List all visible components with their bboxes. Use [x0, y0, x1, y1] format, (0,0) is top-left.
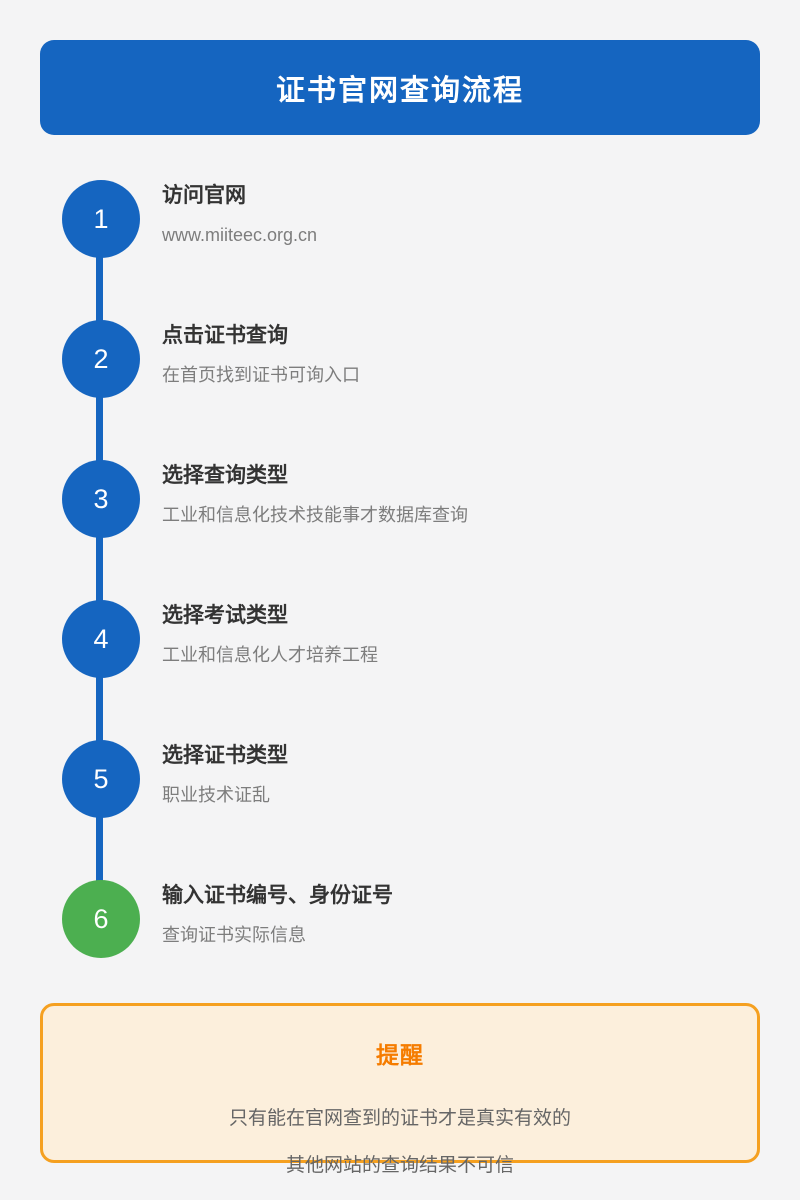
step-number: 3 [93, 483, 109, 514]
step-6: 6 输入证书编号、身份证号 查询证书实际信息 [62, 880, 393, 958]
step-title: 输入证书编号、身份证号 [162, 884, 393, 907]
header-banner: 证书官网查询流程 [40, 40, 760, 135]
step-title: 访问官网 [162, 184, 246, 207]
step-1: 1 访问官网 www.miiteec.org.cn [62, 180, 317, 258]
step-5-number-badge: 5 [62, 740, 140, 818]
step-subtitle: 查询证书实际信息 [162, 925, 306, 945]
step-title: 选择查询类型 [162, 464, 288, 487]
reminder-title: 提醒 [376, 1042, 424, 1068]
step-number: 2 [93, 343, 109, 374]
step-2-number-badge: 2 [62, 320, 140, 398]
step-6-number-badge: 6 [62, 880, 140, 958]
step-title: 点击证书查询 [162, 324, 288, 347]
step-connector-line [96, 219, 103, 920]
reminder-line: 只有能在官网查到的证书才是真实有效的 [228, 1108, 571, 1129]
step-subtitle: 工业和信息化技术技能事才数据库查询 [162, 505, 468, 525]
step-subtitle: www.miiteec.org.cn [162, 225, 318, 245]
step-4: 4 选择考试类型 工业和信息化人才培养工程 [62, 600, 378, 678]
step-3: 3 选择查询类型 工业和信息化技术技能事才数据库查询 [62, 460, 468, 538]
step-subtitle: 职业技术证乱 [162, 785, 270, 805]
step-title: 选择证书类型 [162, 744, 288, 767]
step-number: 1 [93, 203, 109, 234]
step-1-number-badge: 1 [62, 180, 140, 258]
step-5: 5 选择证书类型 职业技术证乱 [62, 740, 288, 818]
step-2: 2 点击证书查询 在首页找到证书可询入口 [62, 320, 360, 398]
step-subtitle: 在首页找到证书可询入口 [162, 365, 360, 385]
reminder-box: 提醒 只有能在官网查到的证书才是真实有效的 其他网站的查询结果不可信 [40, 1003, 760, 1176]
step-number: 6 [93, 903, 109, 934]
step-3-number-badge: 3 [62, 460, 140, 538]
step-title: 选择考试类型 [162, 604, 288, 627]
page-title: 证书官网查询流程 [275, 74, 524, 107]
step-4-number-badge: 4 [62, 600, 140, 678]
step-number: 5 [93, 763, 109, 794]
reminder-line: 其他网站的查询结果不可信 [285, 1155, 514, 1176]
step-number: 4 [93, 623, 109, 654]
step-subtitle: 工业和信息化人才培养工程 [162, 645, 378, 665]
